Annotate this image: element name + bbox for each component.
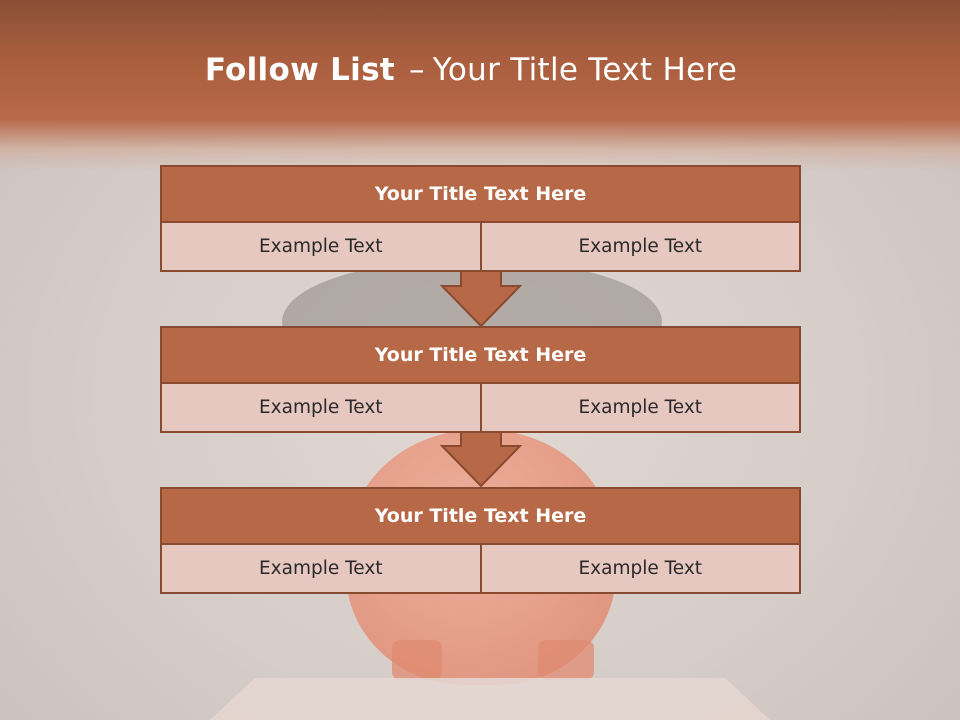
down-arrow-icon bbox=[440, 430, 522, 488]
block-cell-left: Example Text bbox=[258, 558, 383, 579]
title-rest: Your Title Text Here bbox=[432, 52, 738, 88]
block-title: Your Title Text Here bbox=[162, 167, 799, 223]
block-title: Your Title Text Here bbox=[162, 328, 799, 384]
piggy-bank-leg bbox=[392, 640, 442, 680]
block-cell-left: Example Text bbox=[258, 236, 383, 257]
header-band bbox=[0, 0, 960, 170]
block-cell-right: Example Text bbox=[479, 223, 800, 270]
block-row: Example Text Example Text bbox=[162, 545, 799, 592]
slide-title: Follow List–Your Title Text Here bbox=[0, 52, 942, 88]
title-dash: – bbox=[408, 52, 425, 88]
table-shape bbox=[210, 678, 770, 720]
block-cell-right: Example Text bbox=[479, 384, 800, 431]
block-cell-right: Example Text bbox=[479, 545, 800, 592]
down-arrow-icon bbox=[440, 270, 522, 328]
block-title: Your Title Text Here bbox=[162, 489, 799, 545]
flow-block-2: Your Title Text Here Example Text Exampl… bbox=[160, 326, 801, 433]
flow-block-1: Your Title Text Here Example Text Exampl… bbox=[160, 165, 801, 272]
title-bold: Follow List bbox=[204, 52, 395, 88]
piggy-bank-leg bbox=[538, 640, 594, 680]
flow-block-3: Your Title Text Here Example Text Exampl… bbox=[160, 487, 801, 594]
block-row: Example Text Example Text bbox=[162, 384, 799, 431]
block-cell-left: Example Text bbox=[258, 397, 383, 418]
block-row: Example Text Example Text bbox=[162, 223, 799, 270]
